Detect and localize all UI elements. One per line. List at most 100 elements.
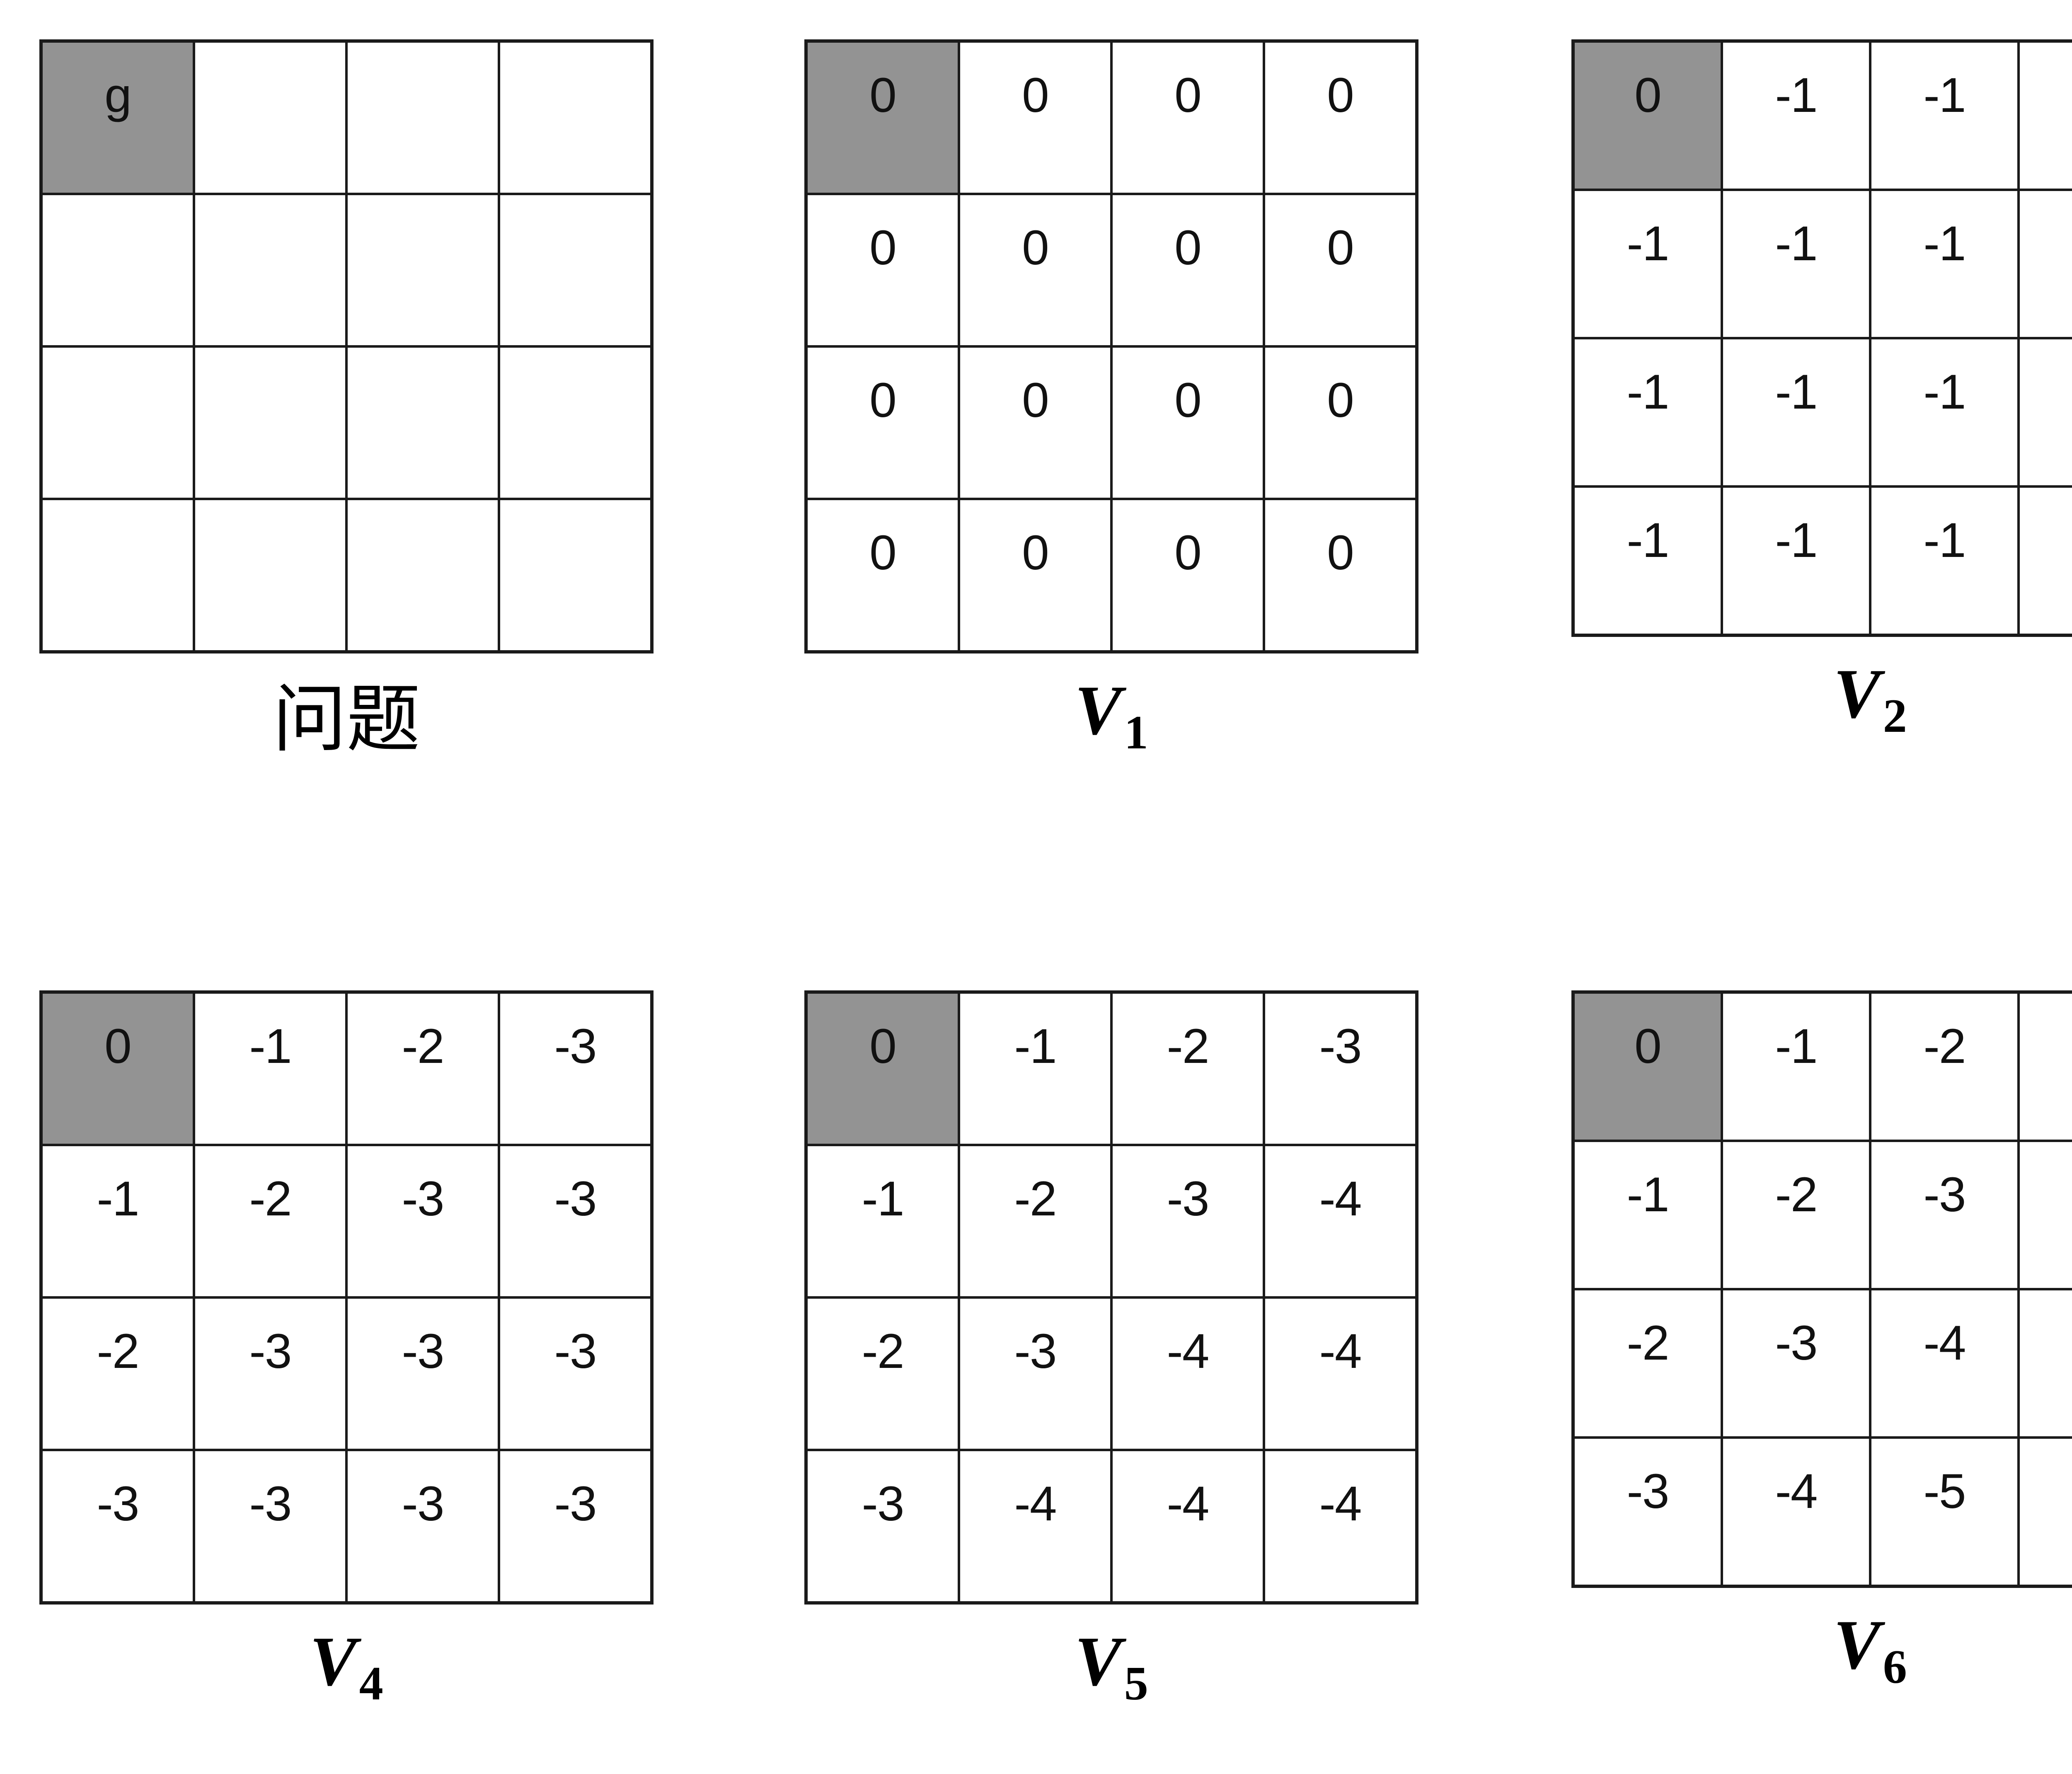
grid-cell-v6-r1c3: -4	[2017, 1140, 2072, 1290]
cell-value: -1	[1627, 1167, 1670, 1222]
grid-cell-v2-r3c1: -1	[1721, 485, 1871, 637]
grid-cell-v1-r2c0: 0	[805, 345, 960, 500]
grid-cell-problem-r2c3	[498, 345, 653, 500]
cell-value: -1	[1775, 216, 1818, 271]
grid-cell-problem-r2c0	[40, 345, 195, 500]
grid-row: -3-4-5-5	[1572, 1436, 2072, 1588]
grid-cell-v5-r0c2: -2	[1110, 991, 1265, 1146]
grid-row: 0 0 0 0	[805, 345, 1418, 500]
grid-row: g	[40, 40, 653, 195]
grid-row: -2-3-3-3	[40, 1296, 653, 1451]
grid-cell-v5-r1c1: -2	[958, 1144, 1113, 1299]
cell-value: 0	[1022, 68, 1049, 123]
cell-value: -3	[1167, 1171, 1210, 1226]
grid-cell-v6-r1c1: -2	[1721, 1140, 1871, 1290]
panel-label-subscript: 5	[1124, 1657, 1148, 1710]
cell-value: -1	[862, 1171, 905, 1226]
cell-value: -3	[249, 1324, 292, 1379]
grid-cell-v4-r0c3: -3	[498, 991, 653, 1146]
cell-value: 0	[1174, 373, 1202, 428]
grid-cell-v4-r2c1: -3	[193, 1296, 348, 1451]
cell-value: -2	[862, 1324, 905, 1379]
cell-value: g	[104, 68, 132, 123]
grid-cell-v5-r1c3: -4	[1263, 1144, 1418, 1299]
cell-value: -3	[1775, 1316, 1818, 1370]
grid-cell-v4-r0c1: -1	[193, 991, 348, 1146]
cell-value: -2	[1627, 1316, 1670, 1370]
grid-cell-v1-r1c3: 0	[1263, 193, 1418, 348]
cell-value: -1	[1627, 365, 1670, 419]
cell-value: -5	[2020, 1439, 2072, 1516]
cell-value	[195, 500, 345, 528]
grid-cell-v1-r1c0: 0	[805, 193, 960, 348]
cell-value	[500, 195, 650, 223]
cell-value	[500, 43, 650, 71]
grid-cell-v5-r2c0: -2	[805, 1296, 960, 1451]
cell-value	[348, 195, 498, 223]
value-grid-problem: g	[39, 39, 654, 653]
cell-value: -1	[1775, 513, 1818, 568]
grid-cell-problem-r0c1	[193, 40, 348, 195]
grid-cell-v2-r2c1: -1	[1721, 337, 1871, 488]
grid-cell-v5-r3c0: -3	[805, 1449, 960, 1604]
grid-cell-v5-r3c3: -4	[1263, 1449, 1418, 1604]
grid-cell-v4-r0c2: -2	[345, 991, 500, 1146]
panel-label-v6: V6	[1833, 1609, 1907, 1691]
grid-cell-problem-r1c0	[40, 193, 195, 348]
value-grid-v4: 0-1-2-3-1-2-3-3-2-3-3-3-3-3-3-3	[39, 990, 654, 1605]
grid-row: -1 -2 -3 -4	[1572, 1140, 2072, 1290]
grid-cell-problem-r3c2	[345, 498, 500, 653]
grid-cell-v2-r2c0: -1	[1572, 337, 1723, 488]
grid-cell-v6-r3c1: -4	[1721, 1436, 1871, 1588]
grid-cell-v2-r1c0: -1	[1572, 189, 1723, 339]
cell-value: 0	[1022, 525, 1049, 580]
cell-value: 0	[1327, 68, 1354, 123]
grid-cell-problem-r1c3	[498, 193, 653, 348]
grid-cell-v1-r0c2: 0	[1110, 40, 1265, 195]
grid-cell-problem-r1c1	[193, 193, 348, 348]
grid-cell-terminal-v5: 0	[805, 991, 960, 1146]
grid-row: 0-1-1-1	[1572, 40, 2072, 191]
grid-cell-v5-r2c1: -3	[958, 1296, 1113, 1451]
cell-value: 0	[1327, 525, 1354, 580]
cell-value: -2	[249, 1171, 292, 1226]
grid-cell-problem-r0c2	[345, 40, 500, 195]
grid-cell-v4-r3c1: -3	[193, 1449, 348, 1604]
cell-value: -3	[1923, 1167, 1966, 1222]
grid-cell-v2-r1c2: -1	[1869, 189, 2020, 339]
cell-value: -1	[1923, 68, 1966, 123]
grid-cell-problem-r2c1	[193, 345, 348, 500]
cell-value: 0	[1022, 373, 1049, 428]
cell-value	[43, 348, 193, 376]
cell-value: 0	[1634, 68, 1662, 123]
grid-cell-v1-r2c3: 0	[1263, 345, 1418, 500]
grid-cell-v1-r2c2: 0	[1110, 345, 1265, 500]
cell-value: -4	[1319, 1324, 1362, 1379]
cell-value	[43, 195, 193, 223]
grid-cell-problem-r1c2	[345, 193, 500, 348]
panel-label-symbol: V	[1833, 655, 1881, 733]
grid-cell-v6-r3c3: -5	[2017, 1436, 2072, 1588]
grid-cell-v2-r0c2: -1	[1869, 40, 2020, 191]
cell-value	[348, 43, 498, 71]
panel-label-subscript: 2	[1883, 690, 1907, 743]
grid-cell-v1-r1c2: 0	[1110, 193, 1265, 348]
grid-row: -3-4-4-4	[805, 1449, 1418, 1604]
cell-value: -3	[1319, 1019, 1362, 1074]
cell-value: -3	[402, 1476, 445, 1531]
cell-value: -5	[1923, 1464, 1966, 1519]
cell-value: -3	[249, 1476, 292, 1531]
cell-value	[348, 500, 498, 528]
value-grid-panel-v6: 0-1-2-3-1-2-3-4-2-3-4-5-3-4-5-5V6	[1571, 990, 2072, 1691]
grid-row: 0-1-2-3	[40, 991, 653, 1146]
grid-row	[40, 345, 653, 500]
grid-cell-v6-r0c1: -1	[1721, 991, 1871, 1142]
grid-cell-terminal-v6: 0	[1572, 991, 1723, 1142]
grid-row	[40, 498, 653, 653]
cell-value: -3	[554, 1019, 597, 1074]
cell-value: -4	[1167, 1476, 1210, 1531]
